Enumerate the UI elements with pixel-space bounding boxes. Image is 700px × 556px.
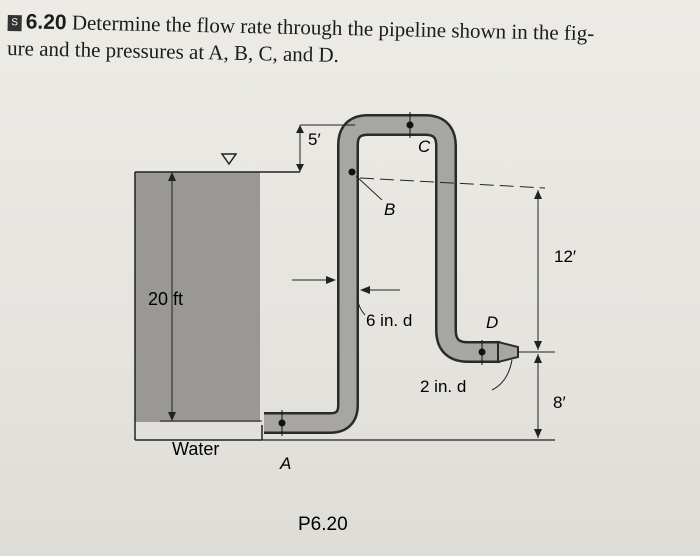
- dim-12ft-arrow-bottom-icon: [534, 341, 542, 350]
- dim-20ft-arrow-bottom-icon: [168, 412, 176, 421]
- dim-8ft-arrow-top-icon: [534, 354, 542, 363]
- label-12ft: 12′: [554, 247, 576, 266]
- label-8ft: 8′: [553, 393, 566, 412]
- point-b-dot: [348, 168, 356, 176]
- pipe-diameter-leader: [357, 291, 366, 316]
- dim-5ft-arrow-bottom-icon: [296, 164, 304, 172]
- label-water: Water: [172, 439, 219, 459]
- label-point-b: B: [384, 200, 395, 219]
- dia-arrow-left-head-icon: [326, 276, 336, 284]
- figure-caption: P6.20: [298, 514, 348, 535]
- label-point-d: D: [486, 313, 498, 332]
- label-5ft: 5′: [308, 130, 321, 149]
- label-point-a: A: [279, 454, 291, 473]
- pipeline: [264, 116, 500, 432]
- dim-12ft-arrow-top-icon: [534, 190, 542, 199]
- dia-arrow-right-head-icon: [360, 286, 370, 294]
- label-20ft: 20 ft: [148, 289, 183, 309]
- label-nozzle-diameter: 2 in. d: [420, 377, 466, 396]
- dim-5ft-arrow-top-icon: [296, 125, 304, 133]
- nozzle-diameter-leader: [491, 359, 513, 391]
- label-pipe-diameter: 6 in. d: [366, 311, 412, 330]
- free-surface-marker-icon: [220, 153, 238, 166]
- surface-reference-dashed: [359, 177, 546, 189]
- dim-8ft-arrow-bottom-icon: [534, 429, 542, 438]
- point-b-leader: [355, 175, 383, 201]
- nozzle: [497, 340, 519, 364]
- label-point-c: C: [418, 137, 431, 156]
- dim-20ft-arrow-top-icon: [168, 172, 176, 181]
- reservoir-water: [135, 172, 260, 422]
